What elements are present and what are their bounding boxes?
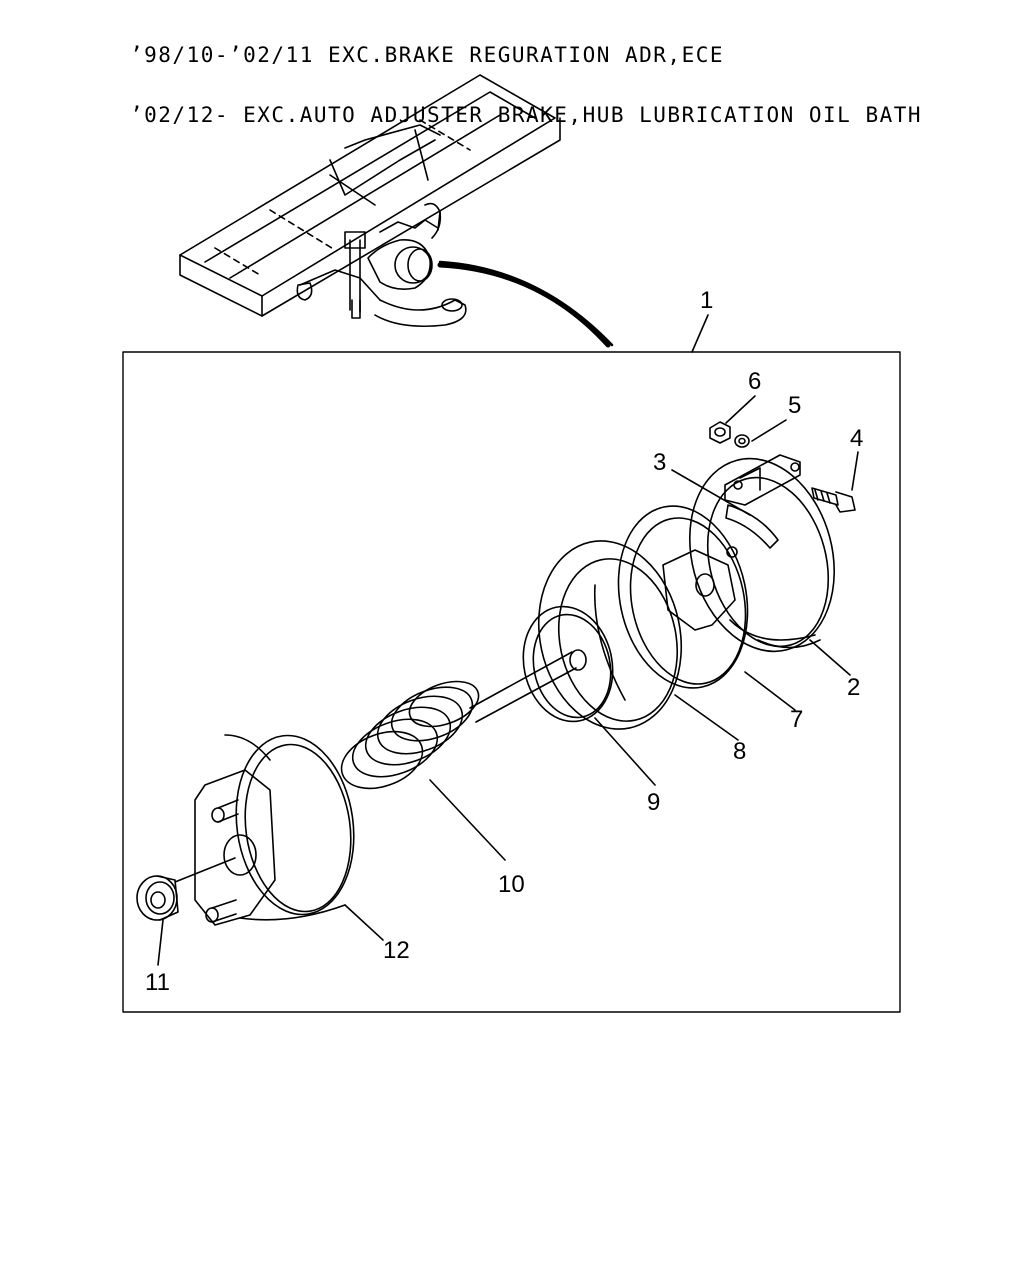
part-6-nut [709, 421, 731, 444]
part-8-diaphragm [537, 540, 683, 730]
part-9-push-rod [469, 605, 614, 723]
leader-2 [809, 639, 851, 676]
callout-1: 1 [700, 287, 713, 314]
callout-3: 3 [653, 449, 666, 476]
header-line-2: ’02/12- EXC.AUTO ADJUSTER BRAKE,HUB LUBR… [130, 103, 923, 127]
callout-12: 12 [383, 937, 410, 964]
callout-6: 6 [748, 368, 761, 395]
part-2-back-plate [688, 457, 836, 653]
callout-2: 2 [847, 674, 860, 701]
leader-1 [691, 314, 709, 353]
part-7-diaphragm-plate [617, 505, 749, 689]
detail-frame [122, 351, 901, 1013]
callout-4: 4 [850, 425, 863, 452]
leader-7 [744, 671, 796, 711]
leader-8 [674, 694, 739, 741]
header-line-1: ’98/10-’02/11 EXC.BRAKE REGURATION ADR,E… [130, 43, 725, 67]
leader-11 [157, 919, 164, 966]
leader-5 [751, 419, 787, 442]
part-3-clamp [724, 454, 801, 549]
chassis-frame-illustration [179, 74, 614, 348]
callout-7: 7 [790, 706, 803, 733]
callout-11: 11 [145, 969, 170, 996]
part-10-return-spring [340, 680, 480, 790]
leader-10 [429, 779, 506, 861]
diagram-header: ’98/10-’02/11 EXC.BRAKE REGURATION ADR,E… [130, 5, 922, 145]
part-5-washer [734, 434, 750, 448]
part-11-boot [136, 875, 179, 921]
leader-9 [594, 717, 656, 786]
callout-5: 5 [788, 392, 801, 419]
part-4-bolt [811, 487, 856, 513]
part-12-chamber-housing [174, 734, 355, 926]
callout-9: 9 [647, 789, 660, 816]
leader-12 [344, 904, 384, 941]
leader-4 [851, 451, 859, 491]
callout-8: 8 [733, 738, 746, 765]
callout-10: 10 [498, 871, 525, 898]
leader-6 [725, 395, 756, 424]
leader-3 [671, 469, 751, 516]
